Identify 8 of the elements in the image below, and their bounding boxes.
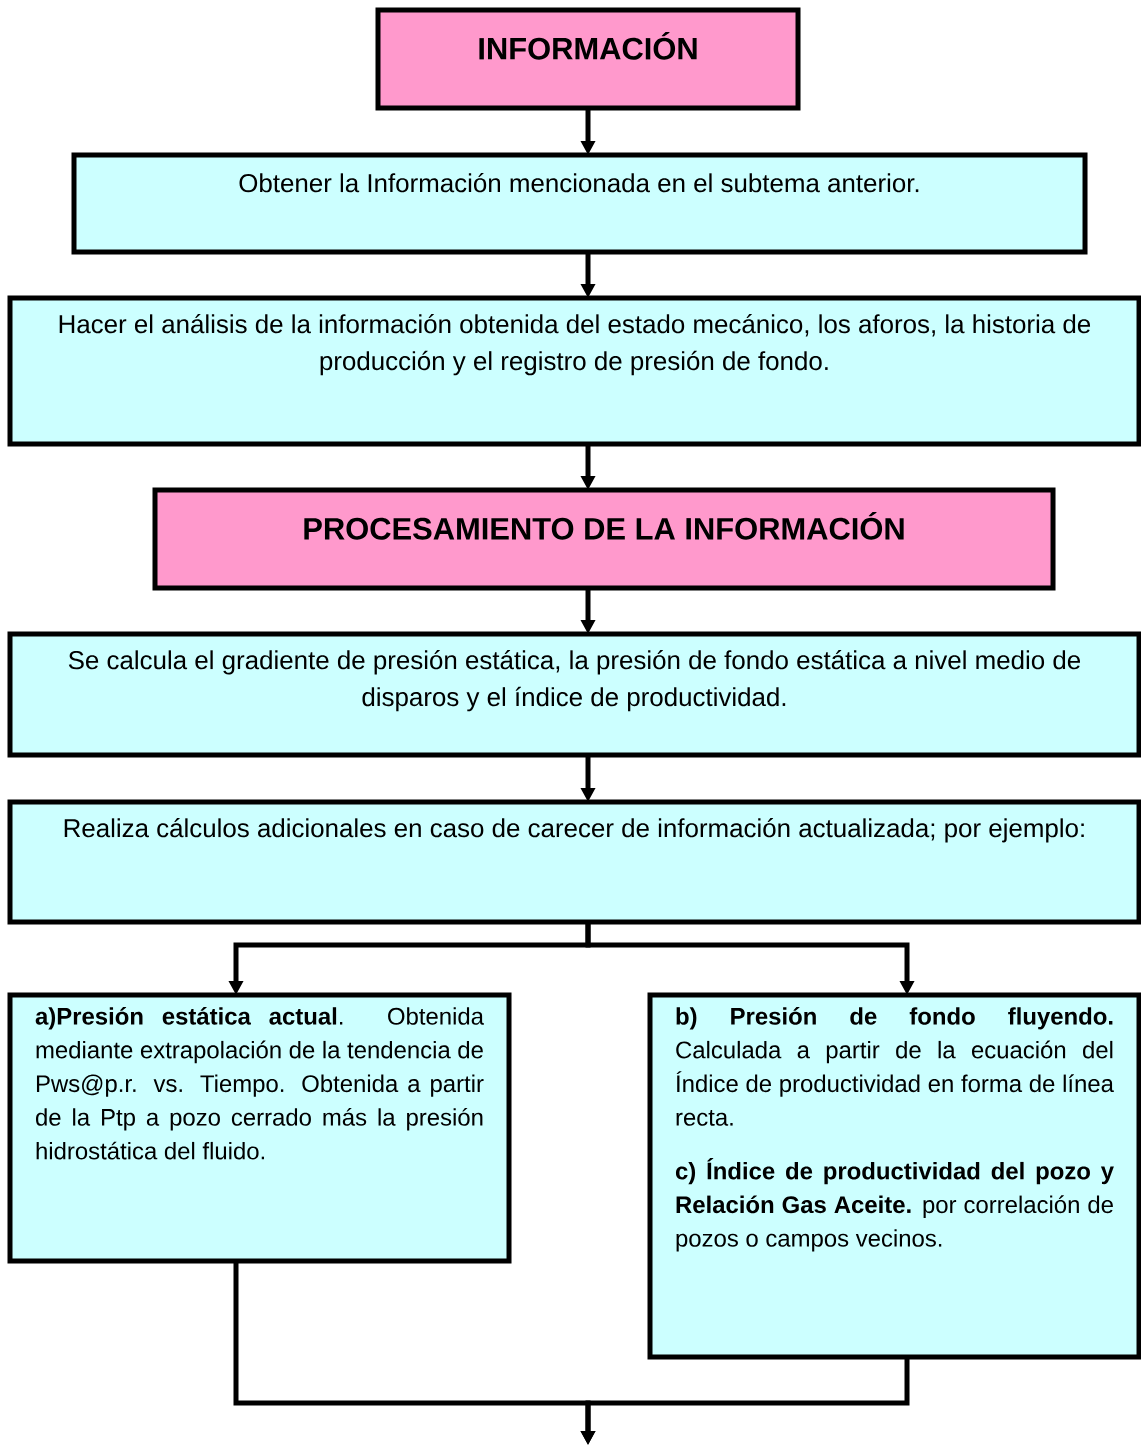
note-box: a)Presión estática actual. Obtenida mediante extrapolación de la tendencia de Pws@p.r. vs. Tiempo. Obtenida a partir de la Ptp a pozo cerrado más la presión hidrostática del fluido. [7,992,512,1264]
process-box: Realiza cálculos adicionales en caso de carecer de información actualizada; por ejemplo: [7,799,1141,925]
process-box: Obtener la Información mencionada en el subtema anterior. [71,152,1088,255]
note-box: b) Presión de fondo fluyendo. Calculada a partir de la ecuación del Índice de productividad en forma de línea recta. c) Índice de productividad del pozo y Relación Gas Aceite. por correlación de pozos o campos vecinos. [647,992,1141,1360]
heading-box: PROCESAMIENTO DE LA INFORMACIÓN [152,487,1056,591]
process-box: Se calcula el gradiente de presión estática, la presión de fondo estática a nivel medio de disparos y el índice de productividad. [7,631,1141,758]
process-box: Hacer el análisis de la información obtenida del estado mecánico, los aforos, la historia de producción y el registro de presión de fondo. [7,295,1141,447]
heading-box: INFORMACIÓN [375,7,801,111]
